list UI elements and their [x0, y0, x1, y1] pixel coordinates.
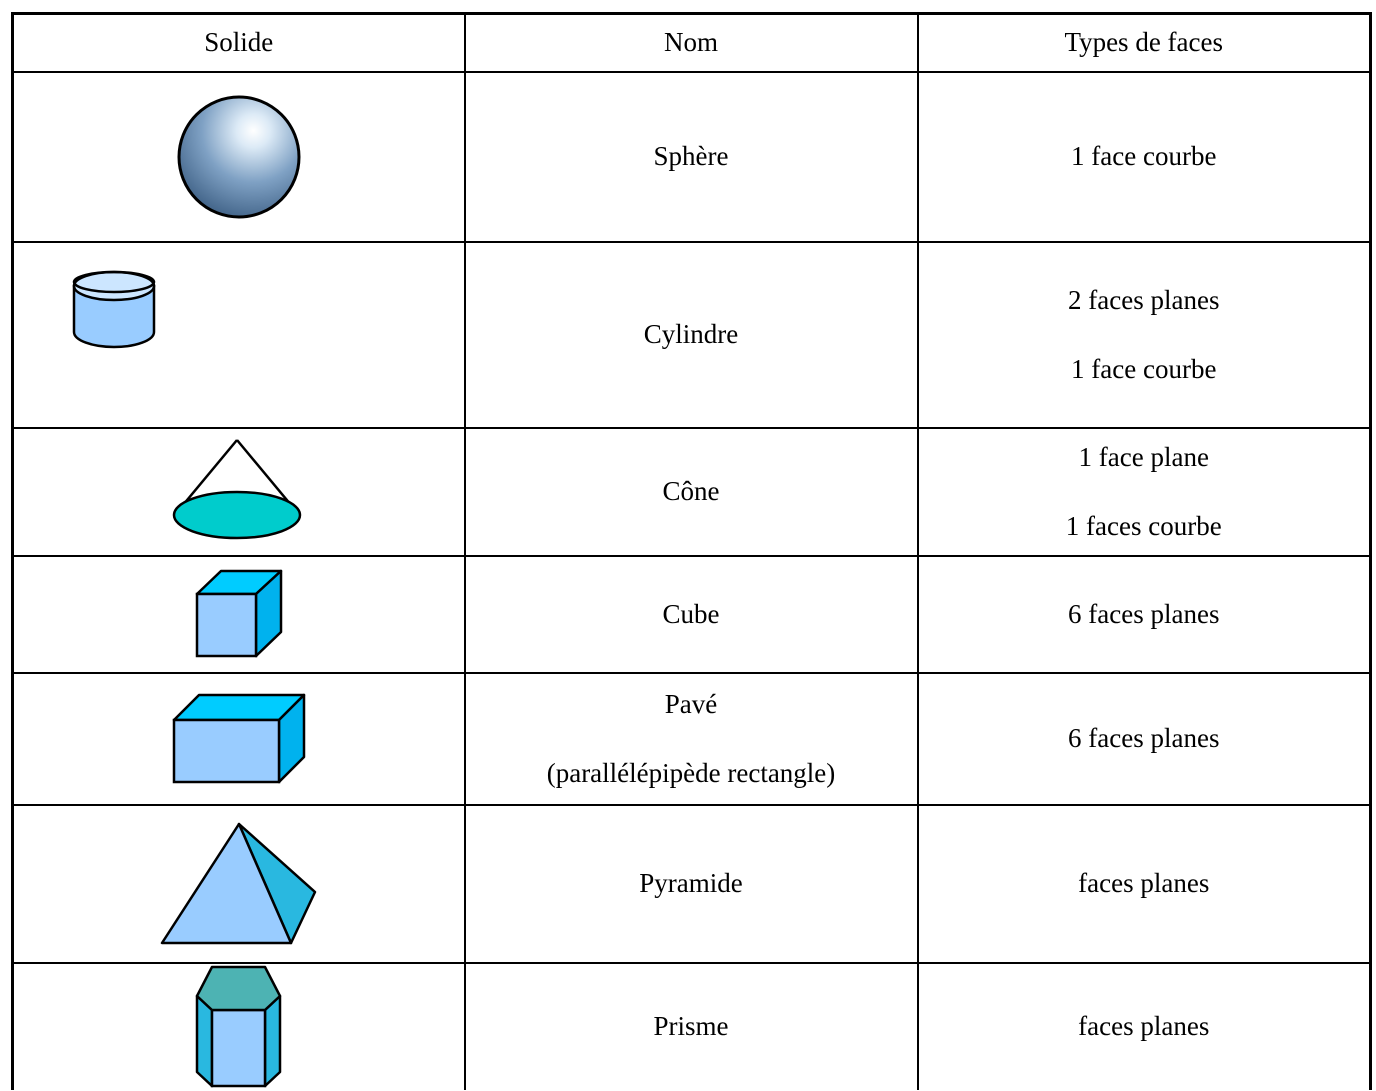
faces-cell: 6 faces planes: [916, 671, 1372, 806]
name-cell: Cylindre: [463, 240, 919, 429]
table-row: Cylindre 2 faces planes 1 face courbe: [11, 240, 1372, 429]
header-faces: Types de faces: [916, 12, 1372, 73]
cylinder-icon: [72, 270, 155, 348]
name-cell: Cube: [463, 554, 919, 674]
name-cell: Pyramide: [463, 803, 919, 964]
solid-cell: [11, 240, 466, 429]
name-cell: Sphère: [463, 70, 919, 243]
solids-table-sheet: Solide Nom Types de faces Sphère 1 face …: [11, 12, 1372, 1091]
header-name: Nom: [463, 12, 919, 73]
table-row: Cube 6 faces planes: [11, 554, 1372, 674]
sphere-icon: [177, 95, 301, 218]
solid-cell: [11, 70, 466, 243]
faces-cell: 2 faces planes 1 face courbe: [916, 240, 1372, 429]
solid-cell: [11, 961, 466, 1090]
header-row: Solide Nom Types de faces: [11, 12, 1372, 73]
table-row: Sphère 1 face courbe: [11, 70, 1372, 243]
table-row: Pyramide faces planes: [11, 803, 1372, 964]
solids-table: Solide Nom Types de faces Sphère 1 face …: [11, 12, 1372, 1090]
header-solid: Solide: [11, 12, 466, 73]
cuboid-icon: [172, 693, 305, 783]
cube-icon: [195, 569, 282, 658]
solid-cell: [11, 671, 466, 806]
table-row: Pavé (parallélépipède rectangle) 6 faces…: [11, 671, 1372, 806]
faces-cell: faces planes: [916, 961, 1372, 1090]
faces-cell: 1 face courbe: [916, 70, 1372, 243]
name-cell: Prisme: [463, 961, 919, 1090]
name-cell: Pavé (parallélépipède rectangle): [463, 671, 919, 806]
hexagonal-prism-icon: [195, 965, 281, 1087]
cone-icon: [172, 438, 301, 539]
name-cell: Cône: [463, 426, 919, 557]
solid-cell: [11, 554, 466, 674]
table-row: Cône 1 face plane 1 faces courbe: [11, 426, 1372, 557]
table-row: Prisme faces planes: [11, 961, 1372, 1090]
pyramid-icon: [160, 822, 316, 944]
faces-cell: 1 face plane 1 faces courbe: [916, 426, 1372, 557]
solid-cell: [11, 803, 466, 964]
faces-cell: faces planes: [916, 803, 1372, 964]
solid-cell: [11, 426, 466, 557]
faces-cell: 6 faces planes: [916, 554, 1372, 674]
